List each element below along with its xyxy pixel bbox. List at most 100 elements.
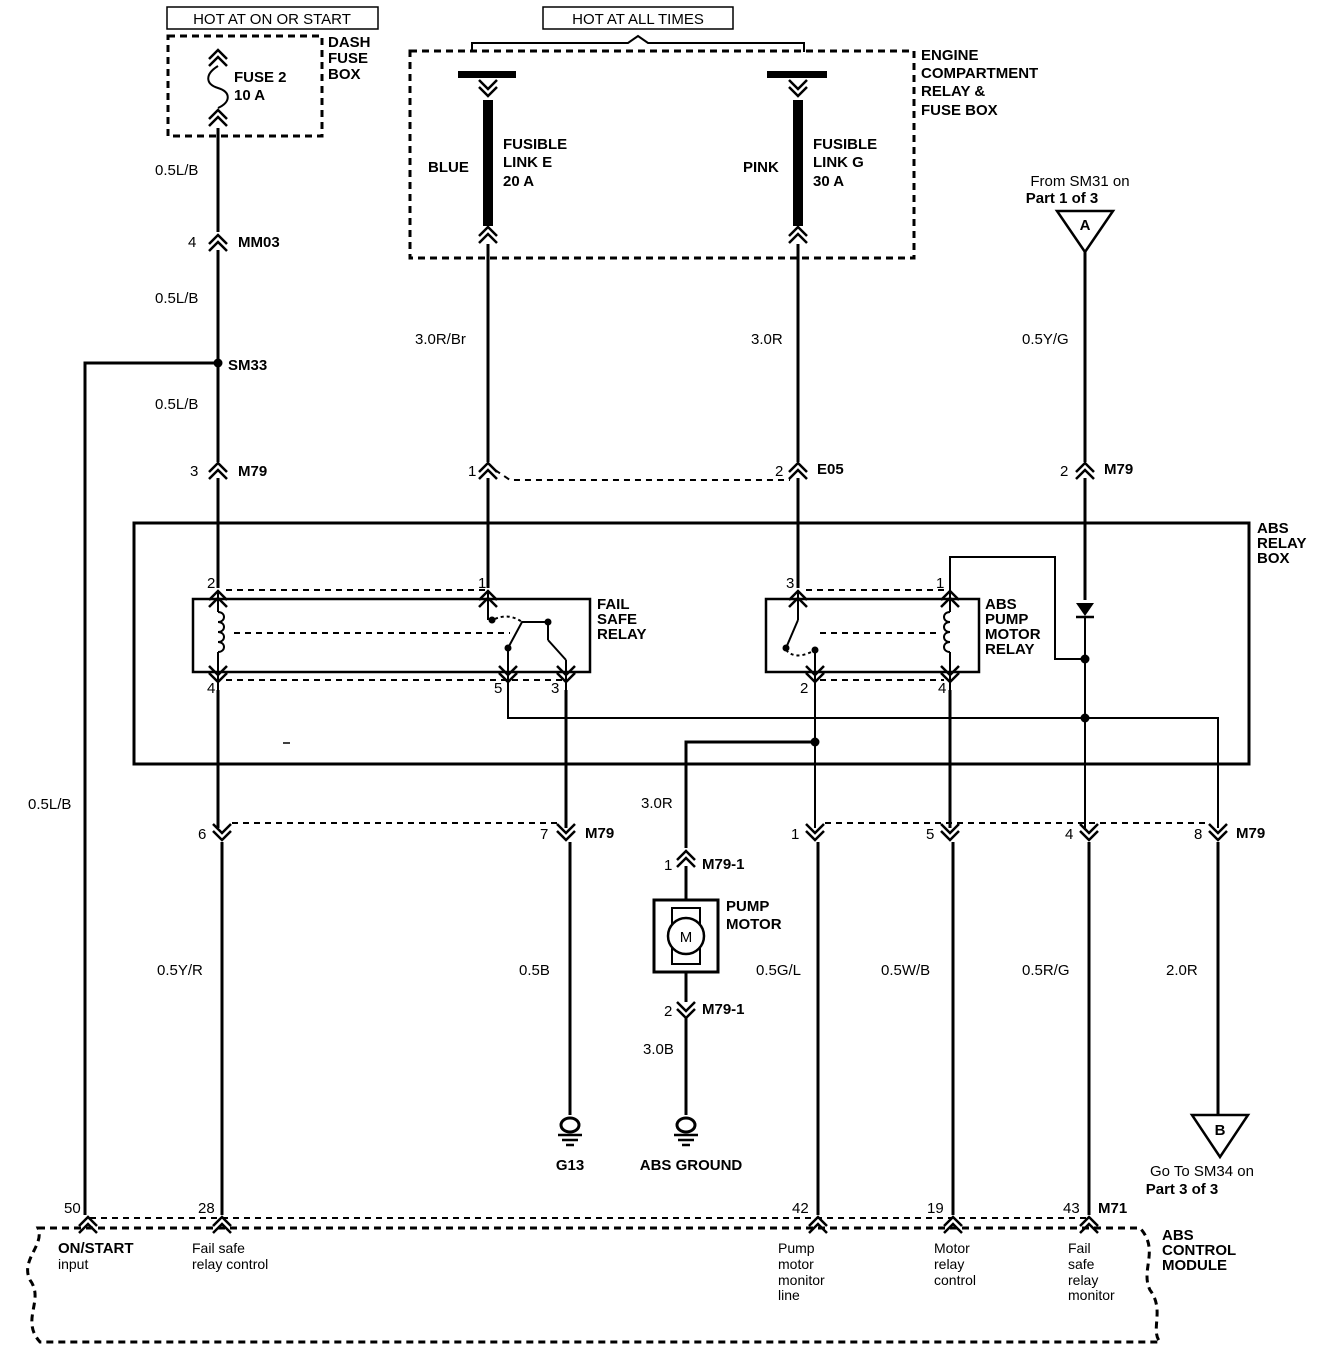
engine-compartment-fuse-box: ENGINE COMPARTMENT RELAY & FUSE BOX BLUE…: [408, 47, 1038, 260]
offpage-connector-a: From SM31 on Part 1 of 3 A: [1026, 173, 1130, 255]
wire-labels-upper: 0.5L/B 0.5L/B 0.5L/B 3.0R/Br 3.0R 0.5Y/G…: [28, 162, 1069, 813]
svg-text:3: 3: [786, 575, 794, 592]
svg-text:PINK: PINK: [743, 159, 779, 176]
svg-text:3: 3: [551, 680, 559, 697]
svg-text:Go To SM34 on: Go To SM34 on: [1150, 1163, 1254, 1180]
svg-text:HOT AT ON OR START: HOT AT ON OR START: [193, 11, 351, 28]
svg-text:BOX: BOX: [1257, 550, 1290, 567]
svg-text:Part 1 of 3: Part 1 of 3: [1026, 190, 1099, 207]
svg-text:BLUE: BLUE: [428, 159, 469, 176]
svg-text:0.5L/B: 0.5L/B: [155, 290, 198, 307]
hot-all-times-header: HOT AT ALL TIMES: [542, 6, 734, 30]
connector-labels-lower: 1 M79-1 2 M79-1: [664, 856, 745, 1020]
wiring-upper: [83, 128, 1096, 1215]
svg-text:relay control: relay control: [192, 1256, 268, 1272]
svg-text:line: line: [778, 1287, 800, 1303]
svg-text:Fail: Fail: [1068, 1240, 1091, 1256]
wiring-lower: [220, 842, 1220, 1215]
hot-all-times-bracket: [471, 34, 805, 52]
svg-text:0.5W/B: 0.5W/B: [881, 962, 930, 979]
svg-text:FUSE 2: FUSE 2: [234, 69, 287, 86]
svg-text:28: 28: [198, 1200, 215, 1217]
svg-text:7: 7: [540, 826, 548, 843]
svg-text:M71: M71: [1098, 1200, 1127, 1217]
svg-text:30 A: 30 A: [813, 173, 844, 190]
svg-text:HOT AT ALL TIMES: HOT AT ALL TIMES: [572, 11, 704, 28]
svg-text:19: 19: [927, 1200, 944, 1217]
svg-text:1: 1: [791, 826, 799, 843]
svg-text:Motor: Motor: [934, 1240, 970, 1256]
pump-motor: M PUMP MOTOR: [652, 898, 782, 974]
svg-text:2: 2: [775, 463, 783, 480]
svg-text:3.0R: 3.0R: [751, 331, 783, 348]
svg-text:RELAY &: RELAY &: [921, 83, 985, 100]
svg-text:ABS: ABS: [1162, 1227, 1194, 1244]
ground-abs: ABS GROUND: [640, 1116, 742, 1174]
svg-text:ABS: ABS: [1257, 520, 1289, 537]
svg-text:RELAY: RELAY: [597, 626, 646, 643]
relay-box-internal-wiring: [216, 556, 1219, 848]
svg-text:B: B: [1215, 1122, 1226, 1139]
svg-text:FUSIBLE: FUSIBLE: [503, 136, 567, 153]
svg-text:PUMP: PUMP: [726, 898, 769, 915]
svg-text:6: 6: [198, 826, 206, 843]
svg-text:5: 5: [926, 826, 934, 843]
svg-text:A: A: [1080, 217, 1091, 234]
svg-text:5: 5: [494, 680, 502, 697]
svg-text:42: 42: [792, 1200, 809, 1217]
ground-g13: G13: [556, 1116, 584, 1174]
svg-text:E05: E05: [817, 461, 844, 478]
svg-text:2: 2: [1060, 463, 1068, 480]
svg-text:M79-1: M79-1: [702, 856, 745, 873]
svg-text:0.5G/L: 0.5G/L: [756, 962, 801, 979]
svg-text:SM33: SM33: [228, 357, 267, 374]
abs-control-module: ABS CONTROL MODULE M71 50 28 42 19 43 ON…: [26, 1200, 1236, 1344]
fail-safe-relay: FAIL SAFE RELAY 2 1 4 5 3: [191, 575, 646, 700]
svg-text:MOTOR: MOTOR: [985, 626, 1041, 643]
svg-text:3.0B: 3.0B: [643, 1041, 674, 1058]
svg-text:BOX: BOX: [328, 66, 361, 83]
svg-text:DASH: DASH: [328, 34, 371, 51]
svg-text:MM03: MM03: [238, 234, 280, 251]
svg-text:0.5Y/G: 0.5Y/G: [1022, 331, 1069, 348]
wire-labels-lower: 3.0R 0.5Y/R 0.5B 0.5G/L 0.5W/B 0.5R/G 2.…: [157, 795, 1198, 1058]
svg-text:MOTOR: MOTOR: [726, 916, 782, 933]
svg-text:FAIL: FAIL: [597, 596, 630, 613]
svg-text:input: input: [58, 1256, 88, 1272]
svg-text:PUMP: PUMP: [985, 611, 1028, 628]
svg-text:2.0R: 2.0R: [1166, 962, 1198, 979]
svg-text:RELAY: RELAY: [985, 641, 1034, 658]
svg-text:LINK G: LINK G: [813, 154, 864, 171]
svg-text:monitor: monitor: [778, 1272, 825, 1288]
svg-text:MODULE: MODULE: [1162, 1257, 1227, 1274]
svg-text:0.5L/B: 0.5L/B: [28, 796, 71, 813]
svg-text:20 A: 20 A: [503, 173, 534, 190]
svg-text:1: 1: [936, 575, 944, 592]
svg-text:M79: M79: [1236, 825, 1265, 842]
svg-text:50: 50: [64, 1200, 81, 1217]
svg-text:relay: relay: [934, 1256, 964, 1272]
svg-text:M79: M79: [1104, 461, 1133, 478]
svg-text:Fail safe: Fail safe: [192, 1240, 245, 1256]
svg-text:3.0R/Br: 3.0R/Br: [415, 331, 466, 348]
svg-text:control: control: [934, 1272, 976, 1288]
svg-text:G13: G13: [556, 1157, 584, 1174]
svg-text:2: 2: [664, 1003, 672, 1020]
svg-text:FUSE BOX: FUSE BOX: [921, 102, 998, 119]
svg-text:M79: M79: [585, 825, 614, 842]
svg-text:4: 4: [1065, 826, 1073, 843]
svg-text:From SM31 on: From SM31 on: [1030, 173, 1129, 190]
svg-text:1: 1: [664, 857, 672, 874]
abs-relay-box: ABS RELAY BOX: [132, 520, 1306, 766]
svg-text:SAFE: SAFE: [597, 611, 637, 628]
svg-text:0.5L/B: 0.5L/B: [155, 162, 198, 179]
svg-text:LINK E: LINK E: [503, 154, 552, 171]
svg-text:M79-1: M79-1: [702, 1001, 745, 1018]
connector-labels-upper: 4 MM03 SM33 3 M79 1 2 E05 2 M79: [188, 234, 1133, 480]
abs-pump-motor-relay: ABS PUMP MOTOR RELAY 3 1 2 4: [764, 575, 1041, 697]
svg-text:1: 1: [478, 575, 486, 592]
svg-text:4: 4: [188, 234, 196, 251]
svg-text:monitor: monitor: [1068, 1287, 1115, 1303]
m79-lower-connector: 6 7 1 5 4 8 M79 M79: [198, 822, 1265, 843]
